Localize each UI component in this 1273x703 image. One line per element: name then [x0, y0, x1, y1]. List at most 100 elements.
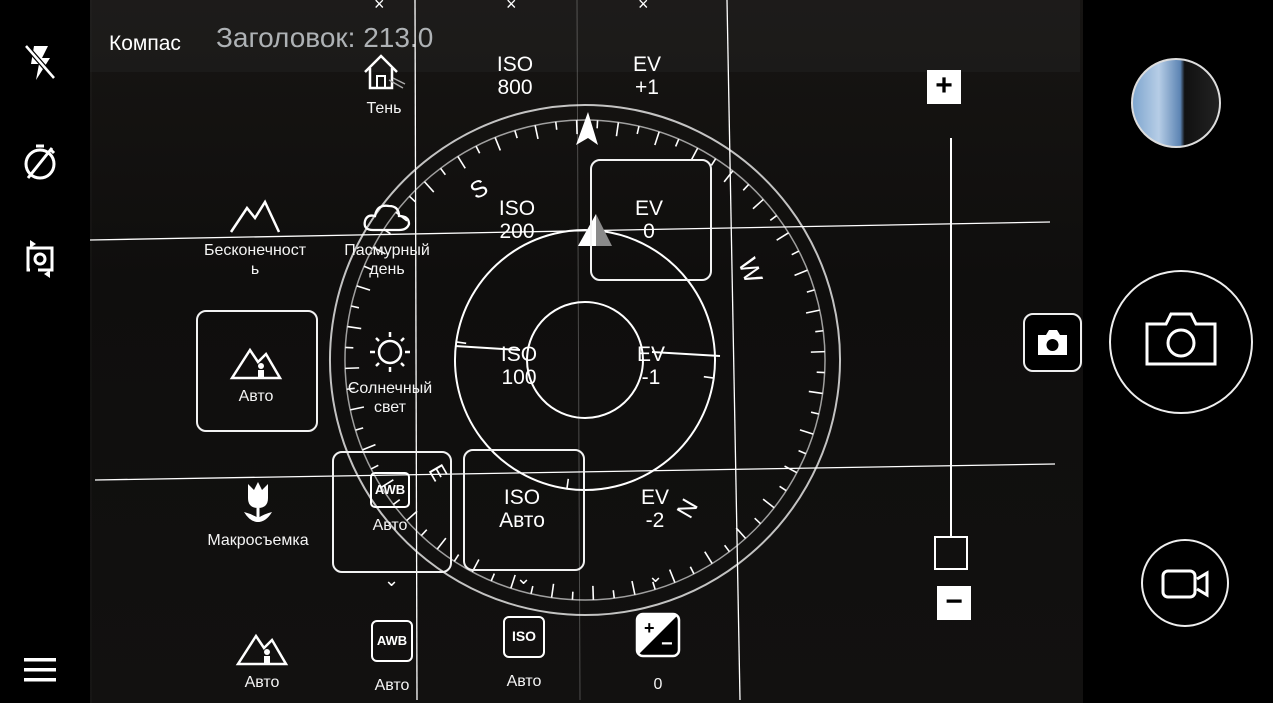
compass-tick — [779, 485, 787, 492]
collapse-chevron-icon[interactable]: × — [374, 0, 385, 14]
compass-tick — [372, 246, 386, 255]
ev-option-0[interactable]: EV 0 — [634, 197, 663, 243]
compass-tick — [754, 517, 762, 525]
bottom-scene-button[interactable]: Авто — [220, 628, 304, 692]
compass-tick — [550, 583, 555, 598]
ev-option-plus1[interactable]: EV +1 — [632, 53, 661, 99]
collapse-chevron-icon[interactable]: × — [506, 0, 517, 14]
compass-tick — [439, 167, 447, 176]
sun-icon — [370, 332, 410, 372]
white-balance-auto[interactable]: AWB Авто — [352, 472, 428, 535]
top-overlay-bar — [90, 0, 1080, 72]
iso-option-200[interactable]: ISO 200 — [498, 197, 536, 243]
video-camera-icon — [1161, 569, 1209, 599]
compass-tick — [723, 170, 734, 183]
compass-tick — [723, 544, 731, 553]
compass-tick — [735, 527, 747, 539]
compass-tick — [674, 138, 680, 147]
compass-tick — [571, 591, 574, 600]
compass-tick — [690, 147, 699, 161]
iso-selected-box[interactable] — [463, 449, 585, 571]
mountain-person-icon — [235, 633, 289, 666]
compass-tick — [794, 269, 808, 277]
menu-icon[interactable] — [18, 648, 62, 692]
heading-readout: Заголовок: 213.0 — [216, 22, 434, 53]
video-record-button[interactable] — [1141, 539, 1229, 627]
compass-tick — [762, 498, 775, 509]
iso-icon: ISO — [503, 616, 545, 658]
scene-mode-macro[interactable]: Макросъемка — [196, 478, 320, 550]
compass-tick — [510, 574, 516, 589]
shutter-button[interactable] — [1109, 270, 1253, 414]
compass-tick — [494, 137, 502, 151]
compass-tick — [514, 130, 518, 139]
compass-tick — [808, 390, 823, 395]
iso-option-800[interactable]: ISO 800 — [496, 53, 534, 99]
scene-mode-infinity[interactable]: Бесконечност ь — [193, 196, 317, 279]
scene-mode-shadow[interactable]: Тень — [344, 50, 424, 118]
compass-tick — [776, 232, 789, 241]
scene-mode-auto[interactable]: Авто — [200, 342, 312, 406]
compass-letter-w: W — [732, 254, 769, 288]
white-balance-selected[interactable] — [332, 451, 452, 573]
compass-tick — [392, 498, 401, 506]
iso-option-auto[interactable]: ISO Авто — [499, 486, 545, 532]
compass-tick — [810, 350, 825, 353]
compass-center-ring — [526, 301, 644, 419]
gallery-thumbnail[interactable] — [1131, 58, 1221, 148]
compass-tick — [631, 580, 636, 595]
compass-tick — [534, 125, 539, 140]
ev-option-minus1[interactable]: EV -1 — [636, 343, 665, 389]
compass-tick — [652, 581, 656, 590]
ev-selected-box[interactable] — [590, 159, 712, 281]
compass-tick — [363, 265, 372, 271]
bottom-iso-button[interactable]: ISO Авто — [486, 616, 562, 691]
switch-camera-icon[interactable] — [18, 236, 62, 280]
grid-line-v1 — [414, 0, 418, 701]
timer-off-icon[interactable] — [18, 140, 62, 184]
left-toolbar — [0, 0, 90, 703]
compass-tick — [345, 346, 354, 349]
scene-mode-auto-selected[interactable] — [196, 310, 318, 432]
compass-tick — [704, 551, 713, 564]
zoom-out-button[interactable]: − — [937, 586, 971, 620]
scene-mode-cloudy[interactable]: Пасмурный день — [334, 196, 440, 279]
compass-tick — [810, 411, 820, 415]
zoom-slider-track[interactable] — [950, 138, 952, 536]
compass-tick — [370, 464, 379, 470]
iso-option-100[interactable]: ISO 100 — [500, 343, 538, 389]
compass-tick — [752, 198, 764, 210]
flash-off-icon[interactable] — [18, 40, 62, 84]
compass-tick — [612, 590, 616, 599]
compass-tick — [453, 554, 460, 562]
mountain-person-icon — [229, 347, 283, 380]
compass-tick — [815, 329, 824, 333]
house-shade-icon — [364, 54, 406, 90]
compass-tick — [362, 443, 376, 451]
zoom-in-button[interactable]: + — [927, 70, 961, 104]
zoom-slider-handle[interactable] — [934, 536, 968, 570]
compass-tick — [710, 158, 717, 166]
expand-chevron-icon[interactable]: ⌄ — [648, 566, 664, 586]
ev-option-minus2[interactable]: EV -2 — [640, 486, 669, 532]
compass-tick — [742, 183, 750, 191]
compass-outer-ring — [329, 104, 841, 616]
compass-tick — [408, 195, 416, 203]
bottom-wb-button[interactable]: AWB Авто — [354, 620, 430, 695]
grid-line-v2 — [726, 0, 741, 701]
awb-icon: AWB — [371, 620, 413, 662]
grid-line-faint — [576, 0, 581, 701]
scene-mode-sunny[interactable]: Солнечный свет — [338, 330, 442, 417]
collapse-chevron-icon[interactable]: × — [638, 0, 649, 14]
expand-chevron-icon[interactable]: ⌄ — [516, 568, 532, 588]
camera-viewfinder[interactable] — [90, 0, 1090, 703]
expand-chevron-icon[interactable]: ⌄ — [384, 570, 400, 590]
bottom-ev-button[interactable]: + − 0 — [620, 612, 696, 694]
photo-mode-button[interactable] — [1023, 313, 1082, 372]
compass-tick — [356, 285, 371, 291]
compass-label: Компас — [109, 32, 181, 55]
compass-tick — [530, 585, 534, 595]
compass-tick — [791, 250, 800, 256]
compass-tick — [575, 120, 578, 135]
